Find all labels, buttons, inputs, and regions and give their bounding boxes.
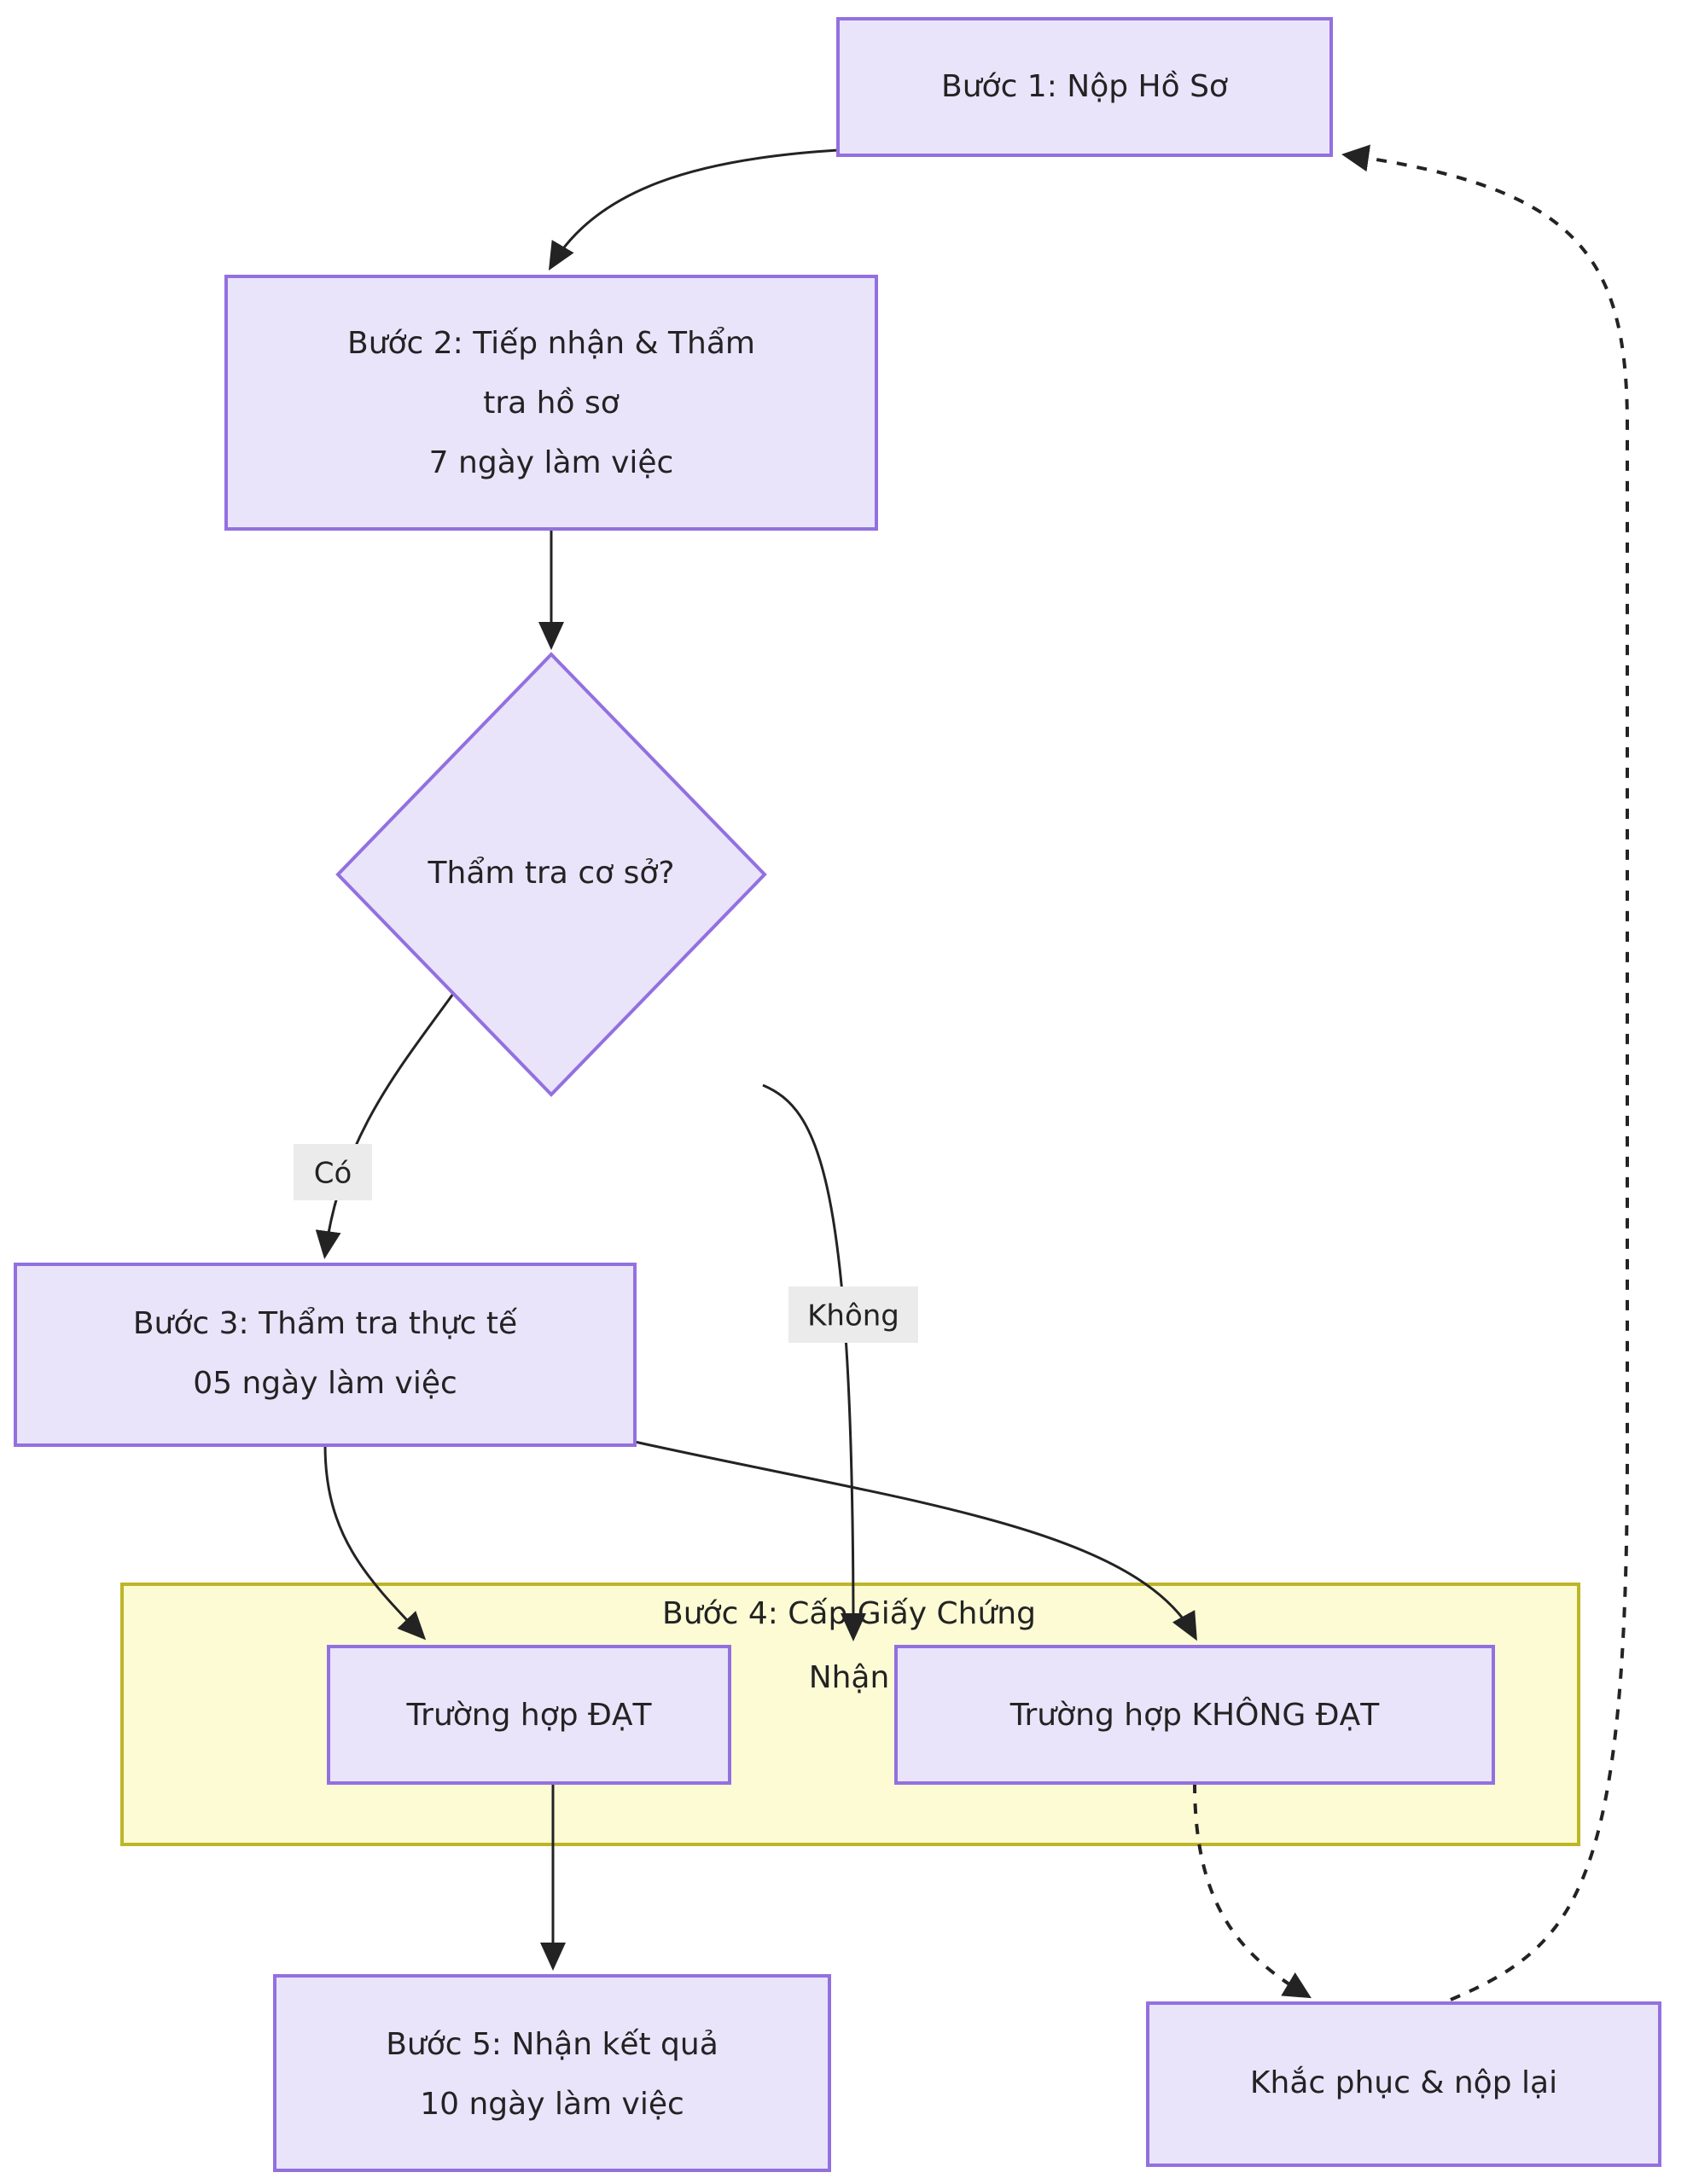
node-step3-box[interactable] [14,1263,637,1447]
cluster-step4-label-line2: Nhận [809,1660,890,1695]
node-pass-label: Trường hợp ĐẠT [405,1698,652,1733]
edge-step1-step2 [548,148,839,271]
node-step5-label-line1: Bước 5: Nhận kết quả [386,2027,719,2062]
edge-decision-step3 [315,987,459,1259]
cluster-step4-label-line1: Bước 4: Cấp Giấy Chứng [662,1596,1036,1631]
edge-label-khong-text: Không [807,1299,899,1333]
edge-label-co: Có [294,1144,372,1200]
edge-label-co-bg [294,1144,372,1200]
node-fail[interactable]: Trường hợp KHÔNG ĐẠT [894,1645,1495,1785]
edge-step3-pass [323,1444,427,1641]
node-step2-box[interactable] [224,275,878,531]
edge-decision-fail [762,1083,866,1641]
node-step3-label-line1: Bước 3: Thẩm tra thực tế [133,1306,518,1341]
node-remedy-box[interactable] [1146,2001,1661,2167]
node-step2-label-line1: Bước 2: Tiếp nhận & Thẩm [347,326,755,361]
node-decision-label: Thẩm tra cơ sở? [428,856,675,891]
node-step1-box[interactable] [836,17,1333,157]
node-step3-label-line2: 05 ngày làm việc [193,1366,457,1401]
edge-step3-fail [634,1440,1197,1641]
node-step1-label: Bước 1: Nộp Hồ Sơ [941,69,1228,104]
node-remedy-label: Khắc phục & nộp lại [1250,2065,1557,2100]
edge-label-khong: Không [788,1287,918,1343]
node-step2-label-line3: 7 ngày làm việc [429,445,674,480]
node-decision[interactable]: Thẩm tra cơ sở? [335,652,767,1097]
edge-remedy-step1 [1341,144,1629,2001]
edge-fail-remedy [1193,1782,1312,1999]
node-step5-label-line2: 10 ngày làm việc [420,2087,684,2122]
node-step5[interactable]: Bước 5: Nhận kết quả 10 ngày làm việc [273,1974,831,2172]
node-step2[interactable]: Bước 2: Tiếp nhận & Thẩm tra hồ sơ 7 ngà… [224,275,878,531]
node-pass[interactable]: Trường hợp ĐẠT [327,1645,731,1785]
node-step3[interactable]: Bước 3: Thẩm tra thực tế 05 ngày làm việ… [14,1263,637,1447]
edge-label-khong-bg [788,1287,918,1343]
node-fail-box[interactable] [894,1645,1495,1785]
edge-label-co-text: Có [314,1157,352,1191]
node-step1[interactable]: Bước 1: Nộp Hồ Sơ [836,17,1333,157]
node-fail-label: Trường hợp KHÔNG ĐẠT [1009,1697,1380,1733]
node-pass-box[interactable] [327,1645,731,1785]
node-decision-shape[interactable] [335,652,767,1097]
node-step2-label-line2: tra hồ sơ [483,386,620,421]
node-remedy[interactable]: Khắc phục & nộp lại [1146,2001,1661,2167]
node-step5-box[interactable] [273,1974,831,2172]
